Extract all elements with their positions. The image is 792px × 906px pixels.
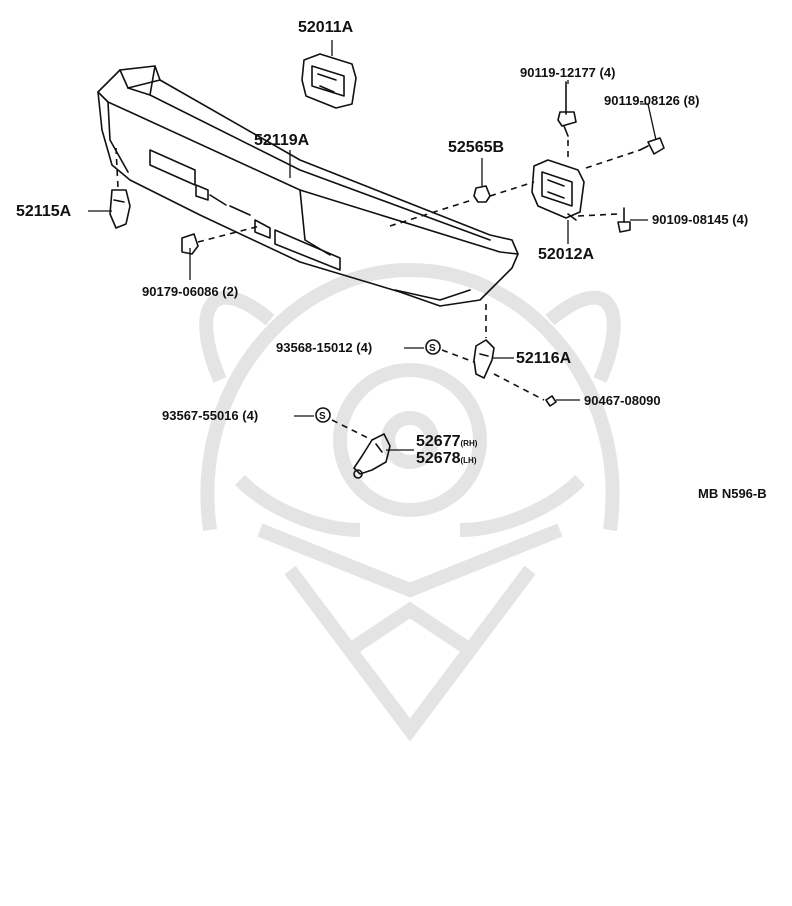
washer-93568-mark: S [429, 343, 436, 354]
part-label-93568-15012: 93568-15012 (4) [276, 341, 372, 354]
part-label-52115a: 52115A [16, 203, 72, 220]
washer-93567-mark: S [319, 411, 326, 422]
part-side: (LH) [460, 456, 477, 465]
part-label-93567-55016: 93567-55016 (4) [162, 409, 258, 422]
part-label-52011a: 52011A [298, 19, 354, 36]
bracket-52011a-part [301, 53, 357, 109]
bracket-52012a-part [531, 159, 585, 221]
bolt-90119-12177-part [557, 81, 577, 137]
part-label-52012a: 52012A [538, 246, 595, 263]
part-label-90179-06086: 90179-06086 (2) [142, 285, 238, 298]
bolt-90109-08145-part [617, 207, 631, 233]
nut-90467-part [545, 395, 557, 407]
part-label-52116a: 52116A [516, 350, 572, 367]
part-qty: (4) [242, 408, 259, 423]
part-label-52119a: 52119A [254, 132, 310, 149]
part-label-52678: 52678(LH) [416, 451, 477, 467]
part-qty: (4) [356, 340, 373, 355]
retainer-52115a-part [109, 189, 131, 229]
part-label-52677: 52677(RH) [416, 434, 477, 450]
part-label-90119-12177: 90119-12177 (4) [520, 66, 615, 79]
part-number: 93568-15012 [276, 340, 353, 355]
retainer-52116a-part [473, 339, 495, 379]
washer-93567-part [315, 407, 331, 423]
part-label-90109-08145: 90109-08145 (4) [652, 213, 748, 226]
bolt-90119-08126-part [639, 137, 665, 155]
part-number: 93567-55016 [162, 408, 239, 423]
part-side: (RH) [460, 439, 478, 448]
part-label-90467-08090: 90467-08090 [584, 393, 661, 408]
part-number: 90179-06086 [142, 284, 219, 299]
samurai-helmet-watermark-icon [199, 262, 621, 742]
part-qty: (8) [683, 93, 700, 108]
clip-90179-part [181, 233, 199, 255]
diagram-code: MB N596-B [698, 486, 767, 501]
clip-52565b-part [473, 185, 491, 203]
part-number: 52677 [416, 433, 461, 450]
bracket-52677-52678-part [353, 433, 391, 479]
washer-93568-part [425, 339, 441, 355]
part-qty: (4) [732, 212, 749, 227]
bumper-cover-part [97, 65, 519, 307]
part-qty: (2) [222, 284, 239, 299]
part-label-52565b: 52565B [448, 139, 505, 156]
part-label-90119-08126: 90119-08126 (8) [604, 94, 699, 107]
part-qty: (4) [599, 65, 616, 80]
part-number: 52678 [416, 450, 461, 467]
part-number: 90109-08145 [652, 212, 729, 227]
part-number: 90119-12177 [520, 65, 596, 80]
part-number: 90119-08126 [604, 93, 680, 108]
